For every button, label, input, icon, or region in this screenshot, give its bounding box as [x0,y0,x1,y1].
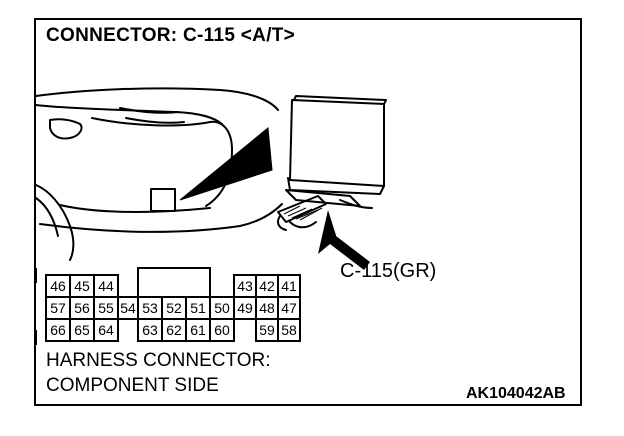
harness-caption-line-2: COMPONENT SIDE [46,375,219,396]
pin-51: 51 [190,300,206,316]
pin-59: 59 [259,322,275,338]
dashboard-upper-panel [35,104,223,125]
steering-wheel-inner [35,197,59,237]
pin-50: 50 [214,300,230,316]
connector-title: CONNECTOR: C-115 <A/T> [46,25,296,46]
pin-62: 62 [166,322,182,338]
vent-center [119,107,179,114]
pin-41: 41 [281,278,297,294]
harness-caption-line-1: HARNESS CONNECTOR: [46,350,271,371]
pin-64: 64 [98,322,114,338]
connector-wire-2 [289,221,317,229]
connector-wire [277,215,287,231]
component-location-box [150,188,176,212]
pin-54: 54 [120,300,136,316]
ecu-module-edge [293,95,387,105]
pin-58: 58 [281,322,297,338]
pin-56: 56 [74,300,90,316]
steering-wheel-curve [35,184,75,261]
harness-caption: HARNESS CONNECTOR: COMPONENT SIDE [46,348,271,398]
ecu-bracket [339,199,373,209]
pin-44: 44 [98,278,114,294]
pin-43: 43 [237,278,253,294]
ecu-module-base [287,177,385,195]
pin-49: 49 [237,300,253,316]
figure-code: AK104042AB [466,385,566,402]
dash-lower-sweep [59,204,211,213]
connector-arrow [318,210,370,270]
diagram-frame [34,18,582,406]
pin-47: 47 [281,300,297,316]
vent-left [49,118,83,140]
connector-callout-label: C-115(GR) [340,260,437,282]
pin-45: 45 [74,278,90,294]
pin-55: 55 [98,300,114,316]
ecu-module-body [289,99,385,187]
dashboard-outline [35,87,279,111]
pin-66: 66 [50,322,66,338]
pin-60: 60 [214,322,230,338]
connector-plug [277,195,327,223]
pin-65: 65 [74,322,90,338]
pin-48: 48 [259,300,275,316]
pin-46: 46 [50,278,66,294]
pin-42: 42 [259,278,275,294]
pin-52: 52 [166,300,182,316]
pin-63: 63 [142,322,158,338]
dash-lower-line [39,203,283,233]
pin-61: 61 [190,322,206,338]
connector-face-outline [35,267,301,345]
pin-53: 53 [142,300,158,316]
glovebox-curve [91,117,233,207]
location-pointer-wedge [179,127,273,201]
vent-line [125,117,185,124]
pin-57: 57 [50,300,66,316]
